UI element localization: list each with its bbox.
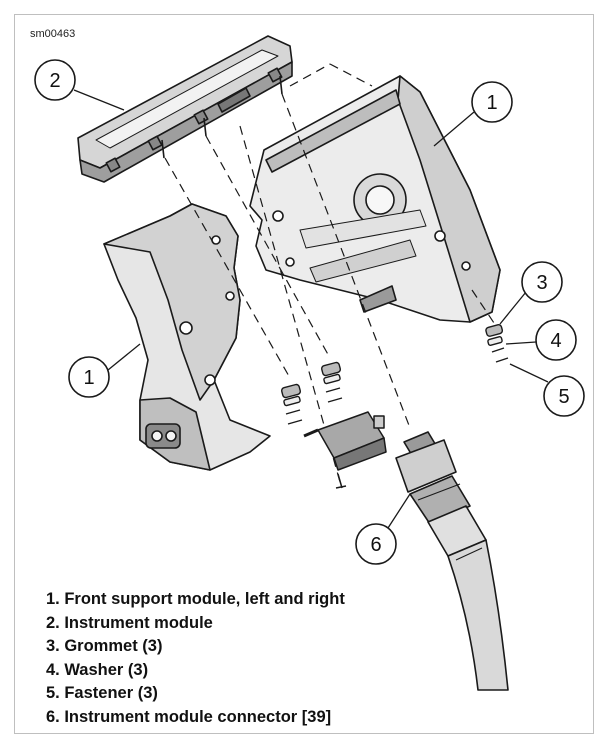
front-support-module-left [103,203,271,471]
svg-text:3: 3 [536,272,547,294]
svg-text:1: 1 [83,367,94,389]
legend-item: 3. Grommet (3) [46,637,163,656]
legend-item: 6. Instrument module connector [39] [46,707,332,726]
svg-text:4: 4 [550,330,561,352]
svg-text:5: 5 [558,386,569,408]
svg-text:1: 1 [486,92,497,114]
svg-text:2: 2 [49,70,60,92]
svg-text:6: 6 [370,534,381,556]
alignment-lines [164,63,501,483]
callout-3: 3 [499,261,563,325]
callout-1-right: 1 [433,81,513,147]
legend-item: 5. Fastener (3) [46,684,158,703]
hardware-stack-middle [320,361,343,403]
hardware-stack-right [485,324,509,363]
front-support-module-right [249,75,501,323]
small-connector-block [303,411,387,489]
legend-item: 2. Instrument module [46,613,213,632]
hardware-stack-left [280,383,303,425]
legend-item: 1. Front support module, left and right [46,590,345,608]
callout-2: 2 [34,59,125,111]
callout-6: 6 [355,493,411,565]
callout-1-left: 1 [68,343,141,398]
parts-legend: 1. Front support module, left and right … [46,588,345,730]
figure-code: sm00463 [30,28,76,40]
callout-4: 4 [505,319,577,361]
instrument-module-connector [395,431,509,691]
instrument-module [77,35,293,183]
callout-5: 5 [509,363,585,417]
legend-item: 4. Washer (3) [46,660,149,679]
